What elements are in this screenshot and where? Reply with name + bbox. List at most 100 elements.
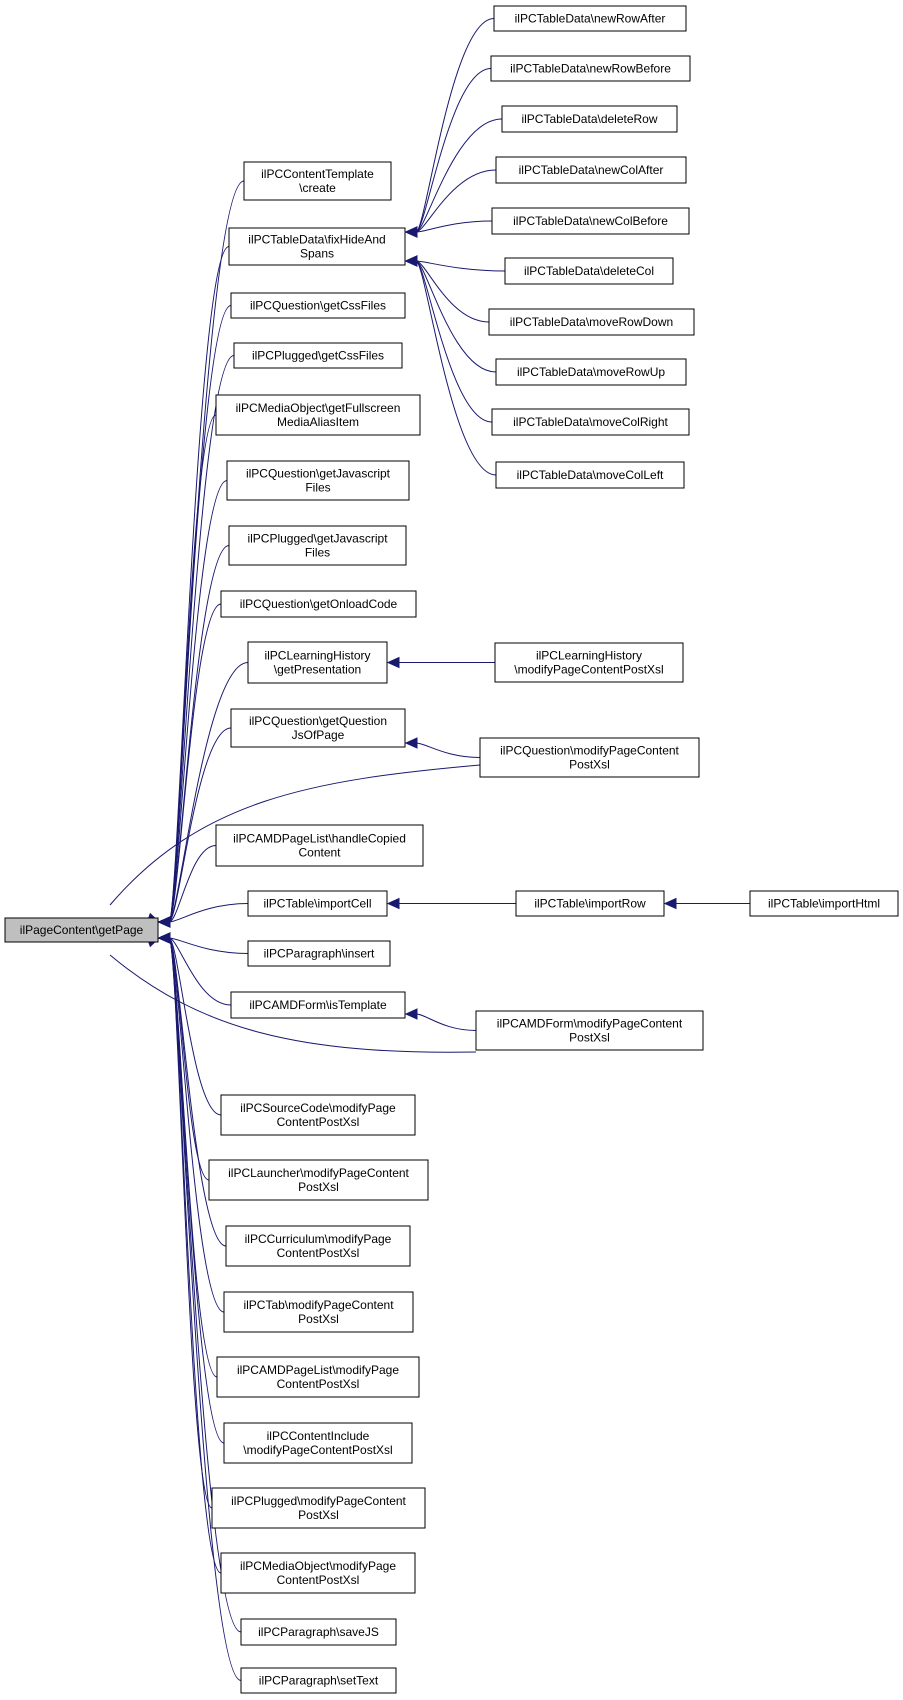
node-label: ilPCSourceCode\modifyPage <box>240 1101 396 1115</box>
node-label: ilPCTableData\newRowBefore <box>510 62 671 76</box>
node-td_mcr[interactable]: ilPCTableData\moveColRight <box>491 408 690 436</box>
node-label: ilPageContent\getPage <box>20 923 144 937</box>
edge-q_mod-to-q_qjs <box>415 742 481 758</box>
node-q_css[interactable]: ilPCQuestion\getCssFiles <box>230 292 406 319</box>
edge-mo_mod-to-root <box>168 937 222 1574</box>
edge-t_cell-to-root <box>168 903 249 923</box>
node-ci_mod[interactable]: ilPCContentInclude\modifyPageContentPost… <box>223 1422 413 1464</box>
node-box <box>226 460 410 501</box>
edge-amdf_mod-to-amdf_tpl <box>415 1013 477 1031</box>
node-label: ilPCMediaObject\getFullscreen <box>236 401 401 415</box>
node-label: ilPCParagraph\setText <box>259 1674 379 1688</box>
edge-td_mcl-to-td_fix <box>415 260 497 476</box>
node-box <box>504 257 674 285</box>
node-t_row[interactable]: ilPCTable\importRow <box>515 890 665 917</box>
node-box <box>216 1356 420 1398</box>
node-label: \modifyPageContentPostXsl <box>243 1443 392 1457</box>
node-box <box>247 641 388 684</box>
node-la_mod[interactable]: ilPCLauncher\modifyPageContentPostXsl <box>208 1159 429 1201</box>
node-amdf_tpl[interactable]: ilPCAMDForm\isTemplate <box>230 991 406 1019</box>
node-label: ilPCPlugged\getCssFiles <box>252 349 384 363</box>
node-q_onload[interactable]: ilPCQuestion\getOnloadCode <box>220 590 417 618</box>
node-td_mcl[interactable]: ilPCTableData\moveColLeft <box>495 461 685 489</box>
node-td_mrd[interactable]: ilPCTableData\moveRowDown <box>488 308 695 336</box>
node-td_mru[interactable]: ilPCTableData\moveRowUp <box>495 358 687 386</box>
node-label: ContentPostXsl <box>277 1573 360 1587</box>
node-q_mod[interactable]: ilPCQuestion\modifyPageContentPostXsl <box>479 737 700 778</box>
node-label: ilPCPlugged\getJavascript <box>247 532 388 546</box>
edge-pl_mod-to-root <box>168 937 213 1509</box>
node-label: ilPCParagraph\saveJS <box>258 1625 379 1639</box>
node-amdf_mod[interactable]: ilPCAMDForm\modifyPageContentPostXsl <box>475 1010 704 1051</box>
node-sc_mod[interactable]: ilPCSourceCode\modifyPageContentPostXsl <box>220 1094 416 1136</box>
node-box <box>495 358 687 386</box>
node-label: Spans <box>300 247 334 261</box>
node-box <box>228 227 406 266</box>
node-box <box>223 1422 413 1464</box>
edge-par_text-to-root <box>168 937 242 1681</box>
node-mo_full[interactable]: ilPCMediaObject\getFullscreenMediaAliasI… <box>215 394 421 436</box>
node-tab_mod[interactable]: ilPCTab\modifyPageContentPostXsl <box>223 1291 414 1333</box>
node-td_ncb[interactable]: ilPCTableData\newColBefore <box>491 207 690 235</box>
edge-td_mrd-to-td_fix <box>415 260 490 323</box>
node-label: PostXsl <box>569 758 610 772</box>
node-box <box>240 1618 397 1646</box>
node-td_nra[interactable]: ilPCTableData\newRowAfter <box>493 5 687 32</box>
node-ct_create[interactable]: ilPCContentTemplate\create <box>243 161 392 201</box>
node-mo_mod[interactable]: ilPCMediaObject\modifyPageContentPostXsl <box>220 1552 416 1594</box>
arrowhead-amdf_mod-to-amdf_tpl <box>404 1008 418 1020</box>
node-lh_mod[interactable]: ilPCLearningHistory\modifyPageContentPos… <box>494 642 684 683</box>
node-t_html[interactable]: ilPCTable\importHtml <box>749 890 899 917</box>
node-box <box>230 708 406 748</box>
node-t_cell[interactable]: ilPCTable\importCell <box>247 890 388 917</box>
node-box <box>225 1225 411 1267</box>
node-box <box>215 394 421 436</box>
node-td_nca[interactable]: ilPCTableData\newColAfter <box>495 156 687 184</box>
edge-q_qjs-to-root <box>168 727 232 923</box>
edge-td_nrb-to-td_fix <box>415 68 492 233</box>
node-par_text[interactable]: ilPCParagraph\setText <box>240 1667 397 1694</box>
node-label: ilPCAMDPageList\modifyPage <box>237 1363 399 1377</box>
node-label: ContentPostXsl <box>277 1246 360 1260</box>
node-label: JsOfPage <box>292 728 345 742</box>
node-par_insert[interactable]: ilPCParagraph\insert <box>247 940 391 967</box>
node-par_save[interactable]: ilPCParagraph\saveJS <box>240 1618 397 1646</box>
node-amdpl_mod[interactable]: ilPCAMDPageList\modifyPageContentPostXsl <box>216 1356 420 1398</box>
arrowhead-par_text-to-root <box>157 932 171 944</box>
node-box <box>233 342 403 369</box>
node-lh_pres[interactable]: ilPCLearningHistory\getPresentation <box>247 641 388 684</box>
node-label: ilPCLearningHistory <box>536 649 642 663</box>
node-cu_mod[interactable]: ilPCCurriculum\modifyPageContentPostXsl <box>225 1225 411 1267</box>
node-td_dc[interactable]: ilPCTableData\deleteCol <box>504 257 674 285</box>
node-label: ilPCParagraph\insert <box>264 947 375 961</box>
edge-amdpl_copy-to-root <box>168 845 217 923</box>
root-node[interactable]: ilPageContent\getPage <box>4 917 159 943</box>
node-box <box>491 408 690 436</box>
node-td_dr[interactable]: ilPCTableData\deleteRow <box>501 105 678 133</box>
edge-tab_mod-to-root <box>168 937 225 1313</box>
node-label: ilPCTableData\newRowAfter <box>515 12 666 26</box>
node-box <box>488 308 695 336</box>
node-label: ilPCTableData\moveRowDown <box>510 315 673 329</box>
node-box <box>215 824 424 867</box>
edge-td_mcr-to-td_fix <box>415 260 493 423</box>
node-label: ilPCLearningHistory <box>264 649 370 663</box>
arrowhead-q_mod-to-q_qjs <box>404 737 418 749</box>
node-p_css[interactable]: ilPCPlugged\getCssFiles <box>233 342 403 369</box>
node-label: PostXsl <box>298 1508 339 1522</box>
node-td_nrb[interactable]: ilPCTableData\newRowBefore <box>490 55 691 82</box>
node-label: \create <box>299 181 336 195</box>
node-label: ilPCQuestion\getCssFiles <box>250 299 386 313</box>
node-label: MediaAliasItem <box>277 415 359 429</box>
node-label: ilPCTableData\deleteRow <box>521 112 657 126</box>
node-label: ContentPostXsl <box>277 1115 360 1129</box>
node-box <box>211 1487 426 1529</box>
node-box <box>501 105 678 133</box>
node-pl_mod[interactable]: ilPCPlugged\modifyPageContentPostXsl <box>211 1487 426 1529</box>
